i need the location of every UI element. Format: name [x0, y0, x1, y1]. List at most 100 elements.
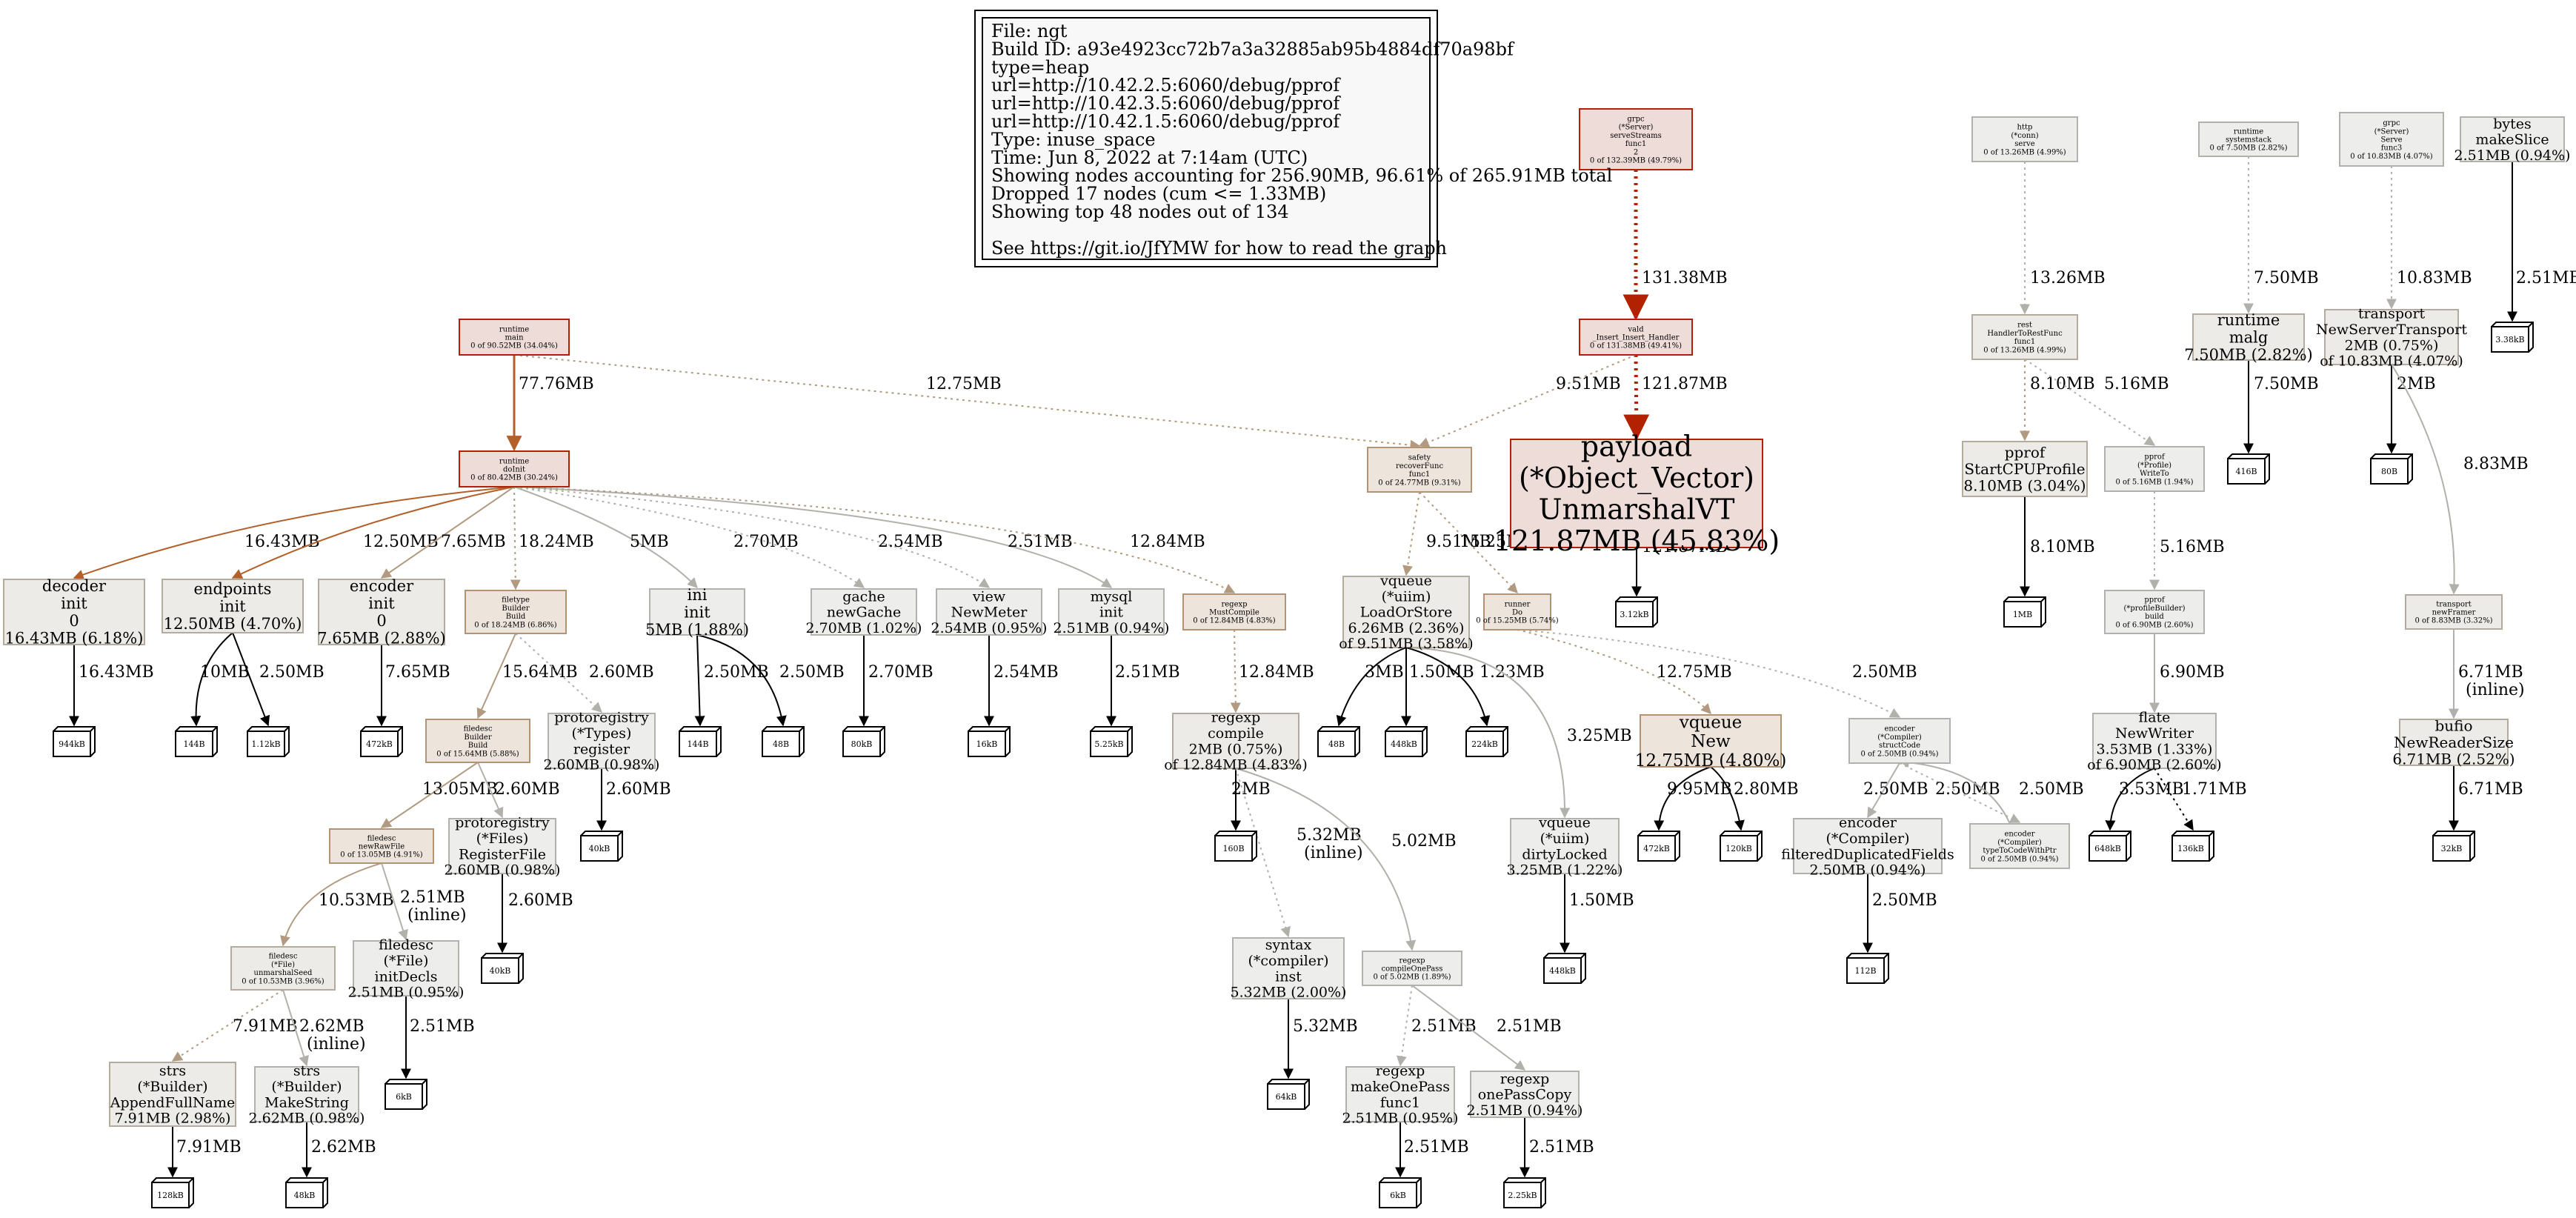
- edge-label: 2.50MB: [1852, 663, 1917, 682]
- node-protoregistry-files[interactable]: protoregistry(*Files)RegisterFile2.60MB …: [445, 815, 561, 879]
- edge-label: 2.54MB: [994, 663, 1059, 682]
- node-box: [2104, 590, 2205, 634]
- alloc-label: 40kB: [490, 966, 511, 976]
- node-label: 0 of 80.42MB (30.24%): [470, 474, 558, 482]
- alloc-box-a-vq1: 48B: [1317, 726, 1360, 757]
- alloc-label: 648kB: [2094, 844, 2121, 853]
- edge-e76: 6.71MB: [2449, 765, 2523, 831]
- alloc-box-front: [1465, 731, 1504, 757]
- alloc-box-a-endp1: 144B: [175, 726, 218, 757]
- node-label: 0 of 24.77MB (9.31%): [1378, 479, 1461, 487]
- node-label: grpc: [1627, 116, 1645, 124]
- edge-line: [694, 634, 705, 727]
- edge-e22: 2.50MB: [694, 634, 769, 727]
- node-label: payload: [1581, 430, 1692, 462]
- node-label: init: [368, 595, 395, 613]
- edge-label: 16.43MB: [244, 533, 320, 551]
- edge-e53: 2.51MB: [1395, 1122, 1469, 1178]
- node-label: WriteTo: [2140, 470, 2169, 478]
- node-label: of 6.90MB (2.60%): [2087, 757, 2221, 773]
- edge-e58: 2.50MB: [1863, 762, 1928, 819]
- node-box: [2405, 594, 2503, 630]
- edge-label: 2.60MB: [606, 780, 671, 799]
- edge-line: [231, 486, 515, 579]
- alloc-box-a-decoder: 944kB: [53, 726, 96, 757]
- node-label: init: [1099, 605, 1123, 621]
- edge-label: 2.50MB: [1863, 780, 1928, 799]
- node-encoder-filtered[interactable]: encoder(*Compiler)filteredDuplicatedFiel…: [1781, 815, 1954, 879]
- edge-label: 2.60MB: [508, 891, 573, 910]
- legend-line: Time: Jun 8, 2022 at 7:14am (UTC): [991, 147, 1308, 168]
- node-box: [1579, 319, 1693, 356]
- edge-line: [1867, 762, 1900, 819]
- node-box: [1640, 714, 1782, 768]
- node-label: (*Types): [572, 725, 632, 742]
- alloc-label: 48B: [1328, 739, 1345, 749]
- edge-e59: 2.50MB: [1899, 762, 2021, 823]
- edge-e21: 7.65MB: [376, 645, 450, 727]
- node-label: 2.54MB (0.95%): [931, 620, 1048, 636]
- node-label: 0 of 5.02MB (1.89%): [1373, 974, 1451, 982]
- edge-sublabel: (inline): [2466, 681, 2525, 699]
- node-label: 0 of 15.64MB (5.88%): [436, 750, 519, 758]
- node-box: [1510, 818, 1620, 874]
- edge-label: 5.16MB: [2104, 375, 2169, 393]
- edge-e6: 16.43MB: [73, 486, 515, 580]
- edge-e42: 7.91MB: [171, 989, 298, 1062]
- node-label: 2.70MB (1.02%): [806, 620, 922, 636]
- edge-e67: 6.90MB: [2149, 633, 2225, 713]
- edge-e36: 13.05MB: [380, 762, 498, 828]
- node-label: 0 of 90.52MB (34.04%): [470, 342, 558, 350]
- alloc-box-front: [2089, 835, 2127, 862]
- edge-label: 13.26MB: [2030, 269, 2106, 287]
- node-label: (*Object_Vector): [1519, 462, 1754, 495]
- node-payload-unmarshal[interactable]: payload(*Object_Vector)UnmarshalVT121.87…: [1494, 430, 1780, 557]
- node-label: (*File): [384, 953, 429, 969]
